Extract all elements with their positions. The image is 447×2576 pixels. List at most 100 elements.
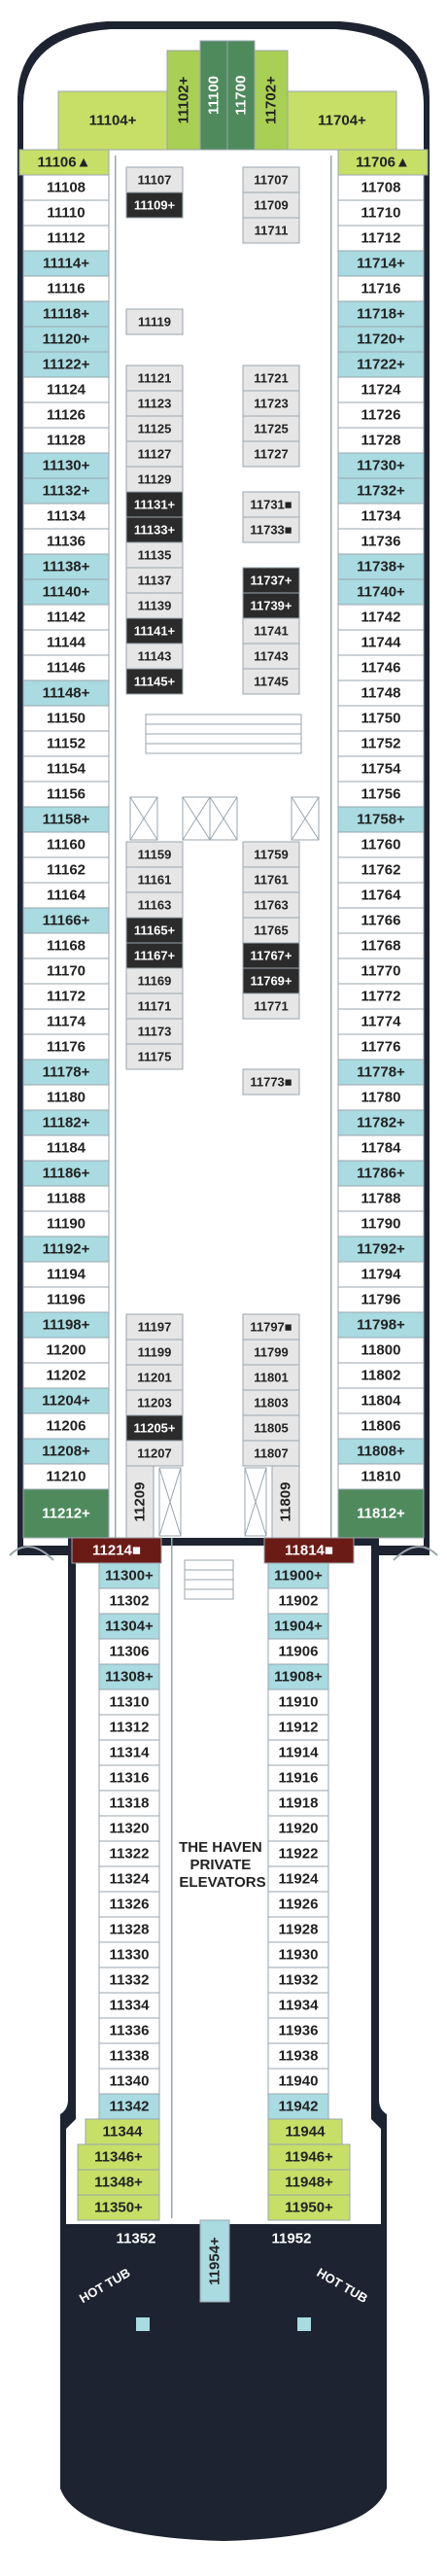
cabin-box[interactable] bbox=[98, 1587, 160, 1615]
cabin-box[interactable] bbox=[22, 1033, 110, 1061]
cabin-box[interactable] bbox=[267, 2068, 329, 2095]
cabin-box[interactable] bbox=[337, 1463, 425, 1490]
cabin-box[interactable] bbox=[337, 730, 425, 757]
cabin-box[interactable] bbox=[125, 668, 184, 695]
cabin-box[interactable] bbox=[57, 90, 168, 151]
cabin-box[interactable] bbox=[337, 528, 425, 555]
cabin-box[interactable] bbox=[267, 2194, 351, 2221]
cabin-box[interactable] bbox=[98, 1992, 160, 2019]
cabin-box[interactable] bbox=[125, 1465, 155, 1539]
cabin-box[interactable] bbox=[242, 866, 300, 893]
cabin-box[interactable] bbox=[267, 1613, 329, 1640]
cabin-box[interactable] bbox=[125, 191, 184, 219]
cabin-box[interactable] bbox=[98, 1840, 160, 1867]
cabin-box[interactable] bbox=[125, 866, 184, 893]
cabin-box[interactable] bbox=[337, 679, 425, 707]
cabin-box[interactable] bbox=[125, 917, 184, 944]
cabin-box[interactable] bbox=[267, 2118, 343, 2145]
cabin-box[interactable] bbox=[267, 2017, 329, 2044]
cabin-box[interactable] bbox=[337, 401, 425, 429]
cabin-box[interactable] bbox=[337, 907, 425, 934]
cabin-box[interactable] bbox=[337, 578, 425, 606]
cabin-box[interactable] bbox=[242, 942, 300, 969]
cabin-box[interactable] bbox=[287, 90, 397, 151]
cabin-box[interactable] bbox=[98, 1941, 160, 1968]
cabin-box[interactable] bbox=[267, 1663, 329, 1690]
cabin-box[interactable] bbox=[18, 149, 110, 176]
cabin-box[interactable] bbox=[125, 992, 184, 1020]
cabin-box[interactable] bbox=[337, 1261, 425, 1288]
cabin-box[interactable] bbox=[22, 351, 110, 378]
cabin-box[interactable] bbox=[337, 503, 425, 530]
cabin-box[interactable] bbox=[337, 275, 425, 302]
cabin-box[interactable] bbox=[199, 2219, 230, 2303]
cabin-box[interactable] bbox=[337, 225, 425, 252]
cabin-box[interactable] bbox=[22, 1109, 110, 1136]
cabin-box[interactable] bbox=[22, 831, 110, 858]
cabin-box[interactable] bbox=[98, 2042, 160, 2070]
cabin-box[interactable] bbox=[22, 1337, 110, 1364]
cabin-box[interactable] bbox=[267, 2169, 351, 2196]
cabin-box[interactable] bbox=[77, 2169, 160, 2196]
cabin-box[interactable] bbox=[337, 755, 425, 783]
cabin-box[interactable] bbox=[337, 831, 425, 858]
cabin-box[interactable] bbox=[98, 1865, 160, 1893]
cabin-box[interactable] bbox=[242, 166, 300, 193]
cabin-box[interactable] bbox=[337, 553, 425, 580]
cabin-box[interactable] bbox=[267, 1891, 329, 1918]
cabin-box[interactable] bbox=[98, 1613, 160, 1640]
cabin-box[interactable] bbox=[267, 2042, 329, 2070]
cabin-box[interactable] bbox=[337, 1362, 425, 1389]
cabin-box[interactable] bbox=[22, 730, 110, 757]
cabin-box[interactable] bbox=[337, 957, 425, 985]
cabin-box[interactable] bbox=[242, 1313, 300, 1340]
cabin-box[interactable] bbox=[98, 1967, 160, 1994]
cabin-box[interactable] bbox=[98, 2093, 160, 2120]
cabin-box[interactable] bbox=[267, 1764, 329, 1792]
cabin-box[interactable] bbox=[98, 1714, 160, 1741]
cabin-box[interactable] bbox=[22, 452, 110, 479]
cabin-box[interactable] bbox=[337, 300, 425, 328]
cabin-box[interactable] bbox=[125, 491, 184, 518]
cabin-box[interactable] bbox=[242, 617, 300, 644]
cabin-box[interactable] bbox=[22, 705, 110, 732]
cabin-box[interactable] bbox=[337, 351, 425, 378]
cabin-box[interactable] bbox=[337, 199, 425, 226]
cabin-box[interactable] bbox=[337, 1311, 425, 1339]
cabin-box[interactable] bbox=[98, 1815, 160, 1842]
cabin-box[interactable] bbox=[267, 1992, 329, 2019]
cabin-box[interactable] bbox=[254, 50, 289, 151]
cabin-box[interactable] bbox=[337, 1337, 425, 1364]
cabin-box[interactable] bbox=[22, 932, 110, 959]
cabin-box[interactable] bbox=[267, 1562, 329, 1589]
cabin-box[interactable] bbox=[271, 1465, 300, 1539]
cabin-box[interactable] bbox=[125, 466, 184, 493]
cabin-box[interactable] bbox=[267, 1916, 329, 1943]
cabin-box[interactable] bbox=[125, 390, 184, 417]
cabin-box[interactable] bbox=[125, 415, 184, 442]
cabin-box[interactable] bbox=[22, 755, 110, 783]
cabin-box[interactable] bbox=[22, 1362, 110, 1389]
cabin-box[interactable] bbox=[22, 174, 110, 201]
cabin-box[interactable] bbox=[242, 1440, 300, 1467]
cabin-box[interactable] bbox=[337, 1210, 425, 1237]
cabin-box[interactable] bbox=[337, 174, 425, 201]
cabin-box[interactable] bbox=[22, 1488, 110, 1539]
cabin-box[interactable] bbox=[337, 806, 425, 833]
cabin-box[interactable] bbox=[337, 932, 425, 959]
cabin-box[interactable] bbox=[267, 1815, 329, 1842]
cabin-box[interactable] bbox=[22, 326, 110, 353]
cabin-box[interactable] bbox=[337, 856, 425, 884]
cabin-box[interactable] bbox=[267, 1739, 329, 1766]
cabin-box[interactable] bbox=[337, 1008, 425, 1035]
cabin-box[interactable] bbox=[22, 604, 110, 631]
cabin-box[interactable] bbox=[22, 1160, 110, 1187]
cabin-box[interactable] bbox=[22, 275, 110, 302]
cabin-box[interactable] bbox=[267, 1587, 329, 1615]
cabin-box[interactable] bbox=[22, 907, 110, 934]
cabin-box[interactable] bbox=[22, 679, 110, 707]
cabin-box[interactable] bbox=[22, 1236, 110, 1263]
cabin-box[interactable] bbox=[98, 1638, 160, 1665]
cabin-box[interactable] bbox=[242, 967, 300, 994]
cabin-box[interactable] bbox=[125, 1339, 184, 1366]
